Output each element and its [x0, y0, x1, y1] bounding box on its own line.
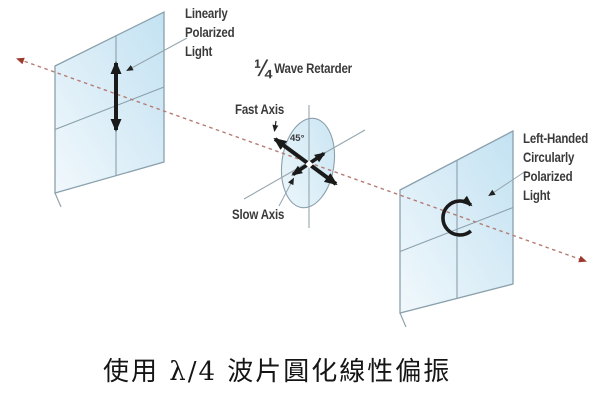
left-handed-circularly-polarized-light-label: Left-Handed Circularly Polarized Light: [523, 131, 589, 203]
linearly-polarized-light-label: Linearly Polarized Light: [185, 6, 235, 59]
circular-rotation-arrow-icon: [441, 195, 473, 237]
fast-axis-label: Fast Axis: [235, 102, 285, 117]
fast-axis-label-leader-line: [272, 120, 279, 132]
input-label-leader-line: [126, 37, 188, 71]
angle-45-label: 45°: [290, 133, 305, 144]
input-plate-edge-thickness: [54, 192, 62, 208]
output-plate-edge-thickness: [399, 312, 407, 328]
wave-retarder-text: Wave Retarder: [274, 61, 352, 76]
figure-caption: 使用 λ/4 波片圓化線性偏振: [103, 357, 452, 387]
axes-crossing-diamond: [305, 160, 314, 169]
slow-axis-label: Slow Axis: [232, 207, 285, 222]
output-label-leader-line: [488, 170, 527, 197]
quarter-fraction-text: ¼: [254, 55, 271, 82]
slow-axis-label-leader-line: [278, 177, 294, 207]
input-polarizer-plate: [54, 10, 165, 208]
input-plate-face: [54, 10, 165, 194]
